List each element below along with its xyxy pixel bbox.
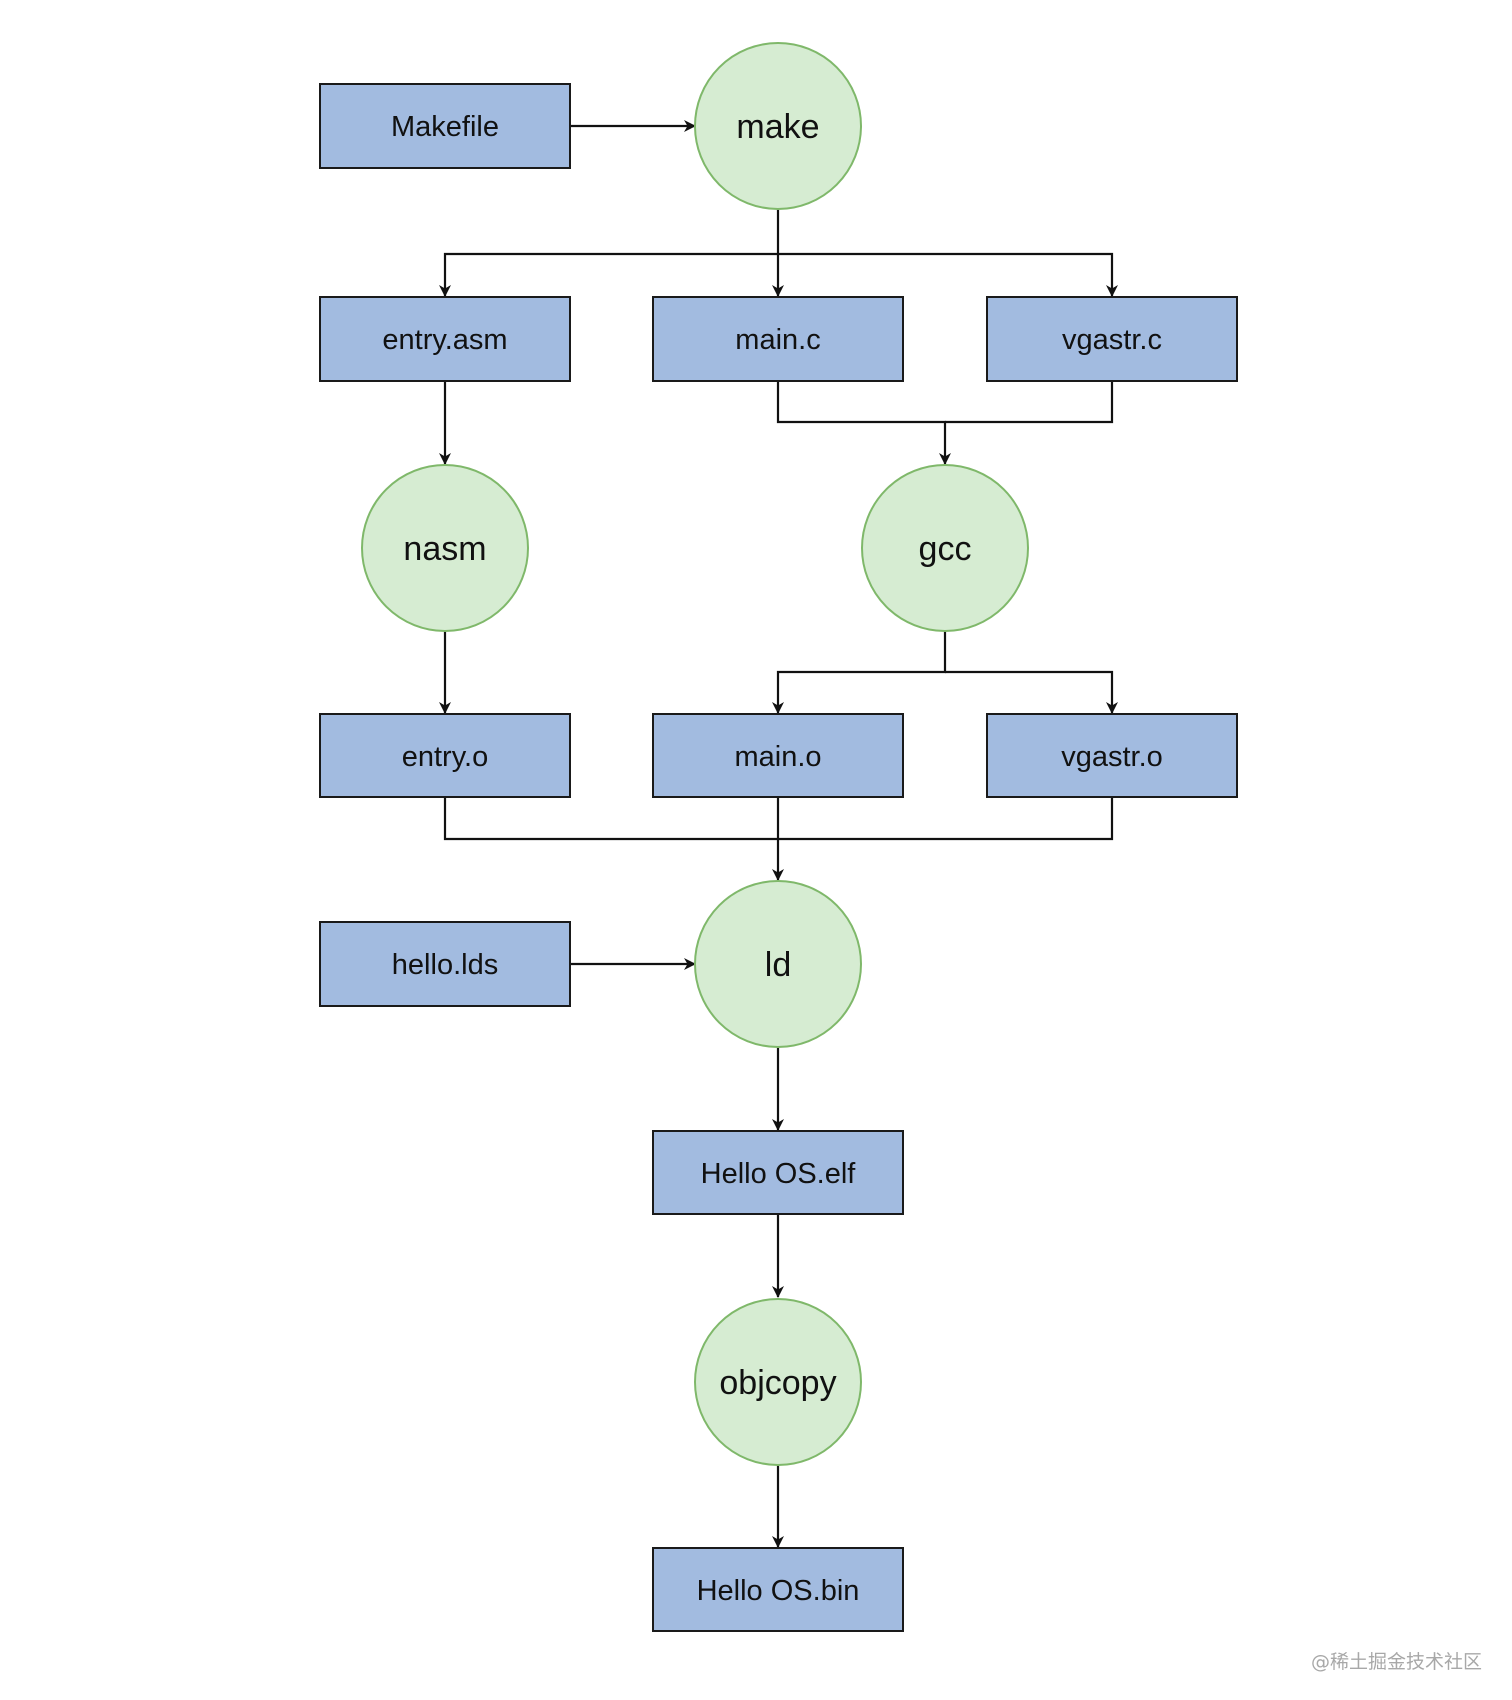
file-label: main.c <box>735 324 820 356</box>
file-label: Hello OS.bin <box>697 1575 860 1607</box>
file-label: Makefile <box>391 111 499 143</box>
edges <box>439 120 1118 1548</box>
edge-make-to-vgastr-c <box>778 252 1118 297</box>
tool-label: gcc <box>919 530 972 568</box>
tool-label: make <box>736 108 819 146</box>
file-node-main-c: main.c <box>652 296 904 382</box>
file-label: entry.o <box>402 741 489 773</box>
file-node-vgastr-c: vgastr.c <box>986 296 1238 382</box>
edge-vgastr-o-to-ld <box>778 797 1114 841</box>
edge-vgastr-c-to-gcc <box>945 381 1114 424</box>
file-label: vgastr.o <box>1061 741 1163 773</box>
file-label: Hello OS.elf <box>701 1158 857 1190</box>
file-node-hello-elf: Hello OS.elf <box>652 1130 904 1215</box>
file-label: vgastr.c <box>1062 324 1162 356</box>
tool-label: nasm <box>403 530 486 568</box>
tool-node-nasm: nasm <box>361 464 529 632</box>
edge-main-c-to-gcc <box>776 381 951 465</box>
tool-label: ld <box>765 946 791 984</box>
file-node-hello-lds: hello.lds <box>319 921 571 1007</box>
file-node-entry-asm: entry.asm <box>319 296 571 382</box>
file-node-vgastr-o: vgastr.o <box>986 713 1238 798</box>
file-node-hello-bin: Hello OS.bin <box>652 1547 904 1632</box>
tool-node-make: make <box>694 42 862 210</box>
tool-label: objcopy <box>719 1364 836 1402</box>
watermark: @稀土掘金技术社区 <box>1310 1651 1482 1673</box>
edge-make-to-entry-asm <box>439 252 778 297</box>
edge-gcc-to-vgastr-o <box>945 670 1118 714</box>
file-node-main-o: main.o <box>652 713 904 798</box>
file-label: main.o <box>734 741 821 773</box>
file-node-entry-o: entry.o <box>319 713 571 798</box>
edge-gcc-to-main-o <box>772 631 947 714</box>
tool-node-gcc: gcc <box>861 464 1029 632</box>
tool-node-objcopy: objcopy <box>694 1298 862 1466</box>
file-label: hello.lds <box>392 949 498 981</box>
file-label: entry.asm <box>382 324 507 356</box>
tool-node-ld: ld <box>694 880 862 1048</box>
edge-entry-o-to-ld <box>443 797 778 841</box>
file-node-makefile: Makefile <box>319 83 571 169</box>
